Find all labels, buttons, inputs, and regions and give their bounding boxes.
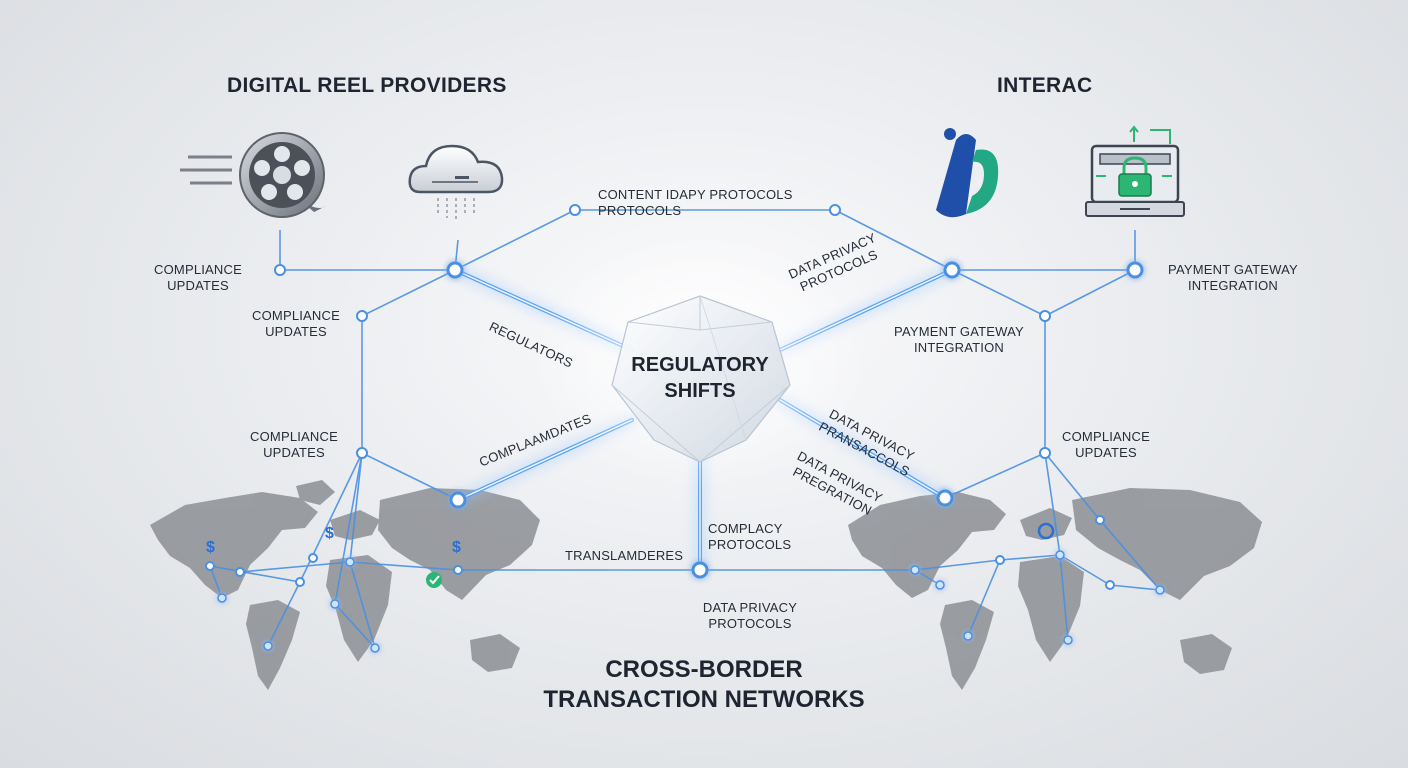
svg-text:$: $: [325, 525, 334, 542]
hub-label: REGULATORY SHIFTS: [631, 352, 768, 404]
heading-interac: INTERAC: [997, 74, 1093, 97]
heading-line: CROSS-BORDER: [605, 656, 803, 683]
node: [1105, 580, 1115, 590]
world-map-left: [150, 480, 540, 690]
label-compliance-updates-3: COMPLIANCE UPDATES: [250, 429, 338, 460]
regulatory-hub: [530, 230, 870, 490]
node-large: [691, 561, 709, 579]
map-node: [963, 631, 973, 641]
hub-line: SHIFTS: [664, 380, 736, 402]
map-node: [217, 593, 227, 603]
check-icon: [426, 522, 1055, 588]
node: [569, 204, 581, 216]
node-large: [1126, 261, 1144, 279]
label-data-privacy-bottom: DATA PRIVACY PROTOCOLS: [702, 600, 798, 631]
node: [1039, 310, 1051, 322]
thin-links: [209, 209, 1161, 649]
cloud-icon: [408, 144, 504, 220]
node-large: [936, 489, 954, 507]
label-compliance-updates-1: COMPLIANCE UPDATES: [154, 262, 242, 293]
map-node: [330, 599, 340, 609]
network-nodes: [205, 204, 1165, 653]
node: [453, 565, 463, 575]
label-line: PROTOCOLS: [598, 203, 682, 218]
hub-line: REGULATORY: [631, 354, 769, 376]
node: [1039, 447, 1051, 459]
label-compliance-updates-2: COMPLIANCE UPDATES: [252, 308, 340, 339]
node: [1095, 515, 1105, 525]
node: [356, 310, 368, 322]
node-large: [449, 491, 467, 509]
node: [356, 447, 368, 459]
label-payment-gateway-mid: PAYMENT GATEWAY INTEGRATION: [894, 324, 1024, 355]
dollar-icon: $ $ $: [206, 525, 461, 556]
label-compliance-updates-right: COMPLIANCE UPDATES: [1062, 429, 1150, 460]
node-large: [943, 261, 961, 279]
map-node: [263, 641, 273, 651]
map-node: [1055, 550, 1065, 560]
film-reel-icon: [180, 132, 326, 218]
label-complacy-protocols: COMPLACY PROTOCOLS: [708, 521, 792, 552]
label-line: CONTENT IDAPY PROTOCOLS: [598, 187, 793, 202]
node: [205, 561, 215, 571]
map-node: [935, 580, 945, 590]
interac-logo-icon: [936, 128, 999, 218]
heading-digital-reel-providers: DIGITAL REEL PROVIDERS: [227, 74, 507, 97]
node-large: [446, 261, 464, 279]
label-content-protocols: CONTENT IDAPY PROTOCOLS PROTOCOLS: [598, 187, 793, 219]
node: [829, 204, 841, 216]
node: [995, 555, 1005, 565]
label-payment-gateway-right: PAYMENT GATEWAY INTEGRATION: [1168, 262, 1298, 293]
map-node: [345, 557, 355, 567]
node: [235, 567, 245, 577]
svg-text:$: $: [452, 539, 461, 556]
map-node: [370, 643, 380, 653]
heading-cross-border-networks: CROSS-BORDER TRANSACTION NETWORKS: [543, 655, 864, 715]
map-node: [1155, 585, 1165, 595]
map-node: [910, 565, 920, 575]
node: [308, 553, 318, 563]
heading-line: TRANSACTION NETWORKS: [543, 686, 865, 713]
map-node: [1063, 635, 1073, 645]
secure-payment-terminal-icon: [1085, 125, 1185, 217]
node: [295, 577, 305, 587]
node: [274, 264, 286, 276]
label-translamderes: TRANSLAMDERES: [565, 548, 684, 563]
svg-text:$: $: [206, 539, 215, 556]
